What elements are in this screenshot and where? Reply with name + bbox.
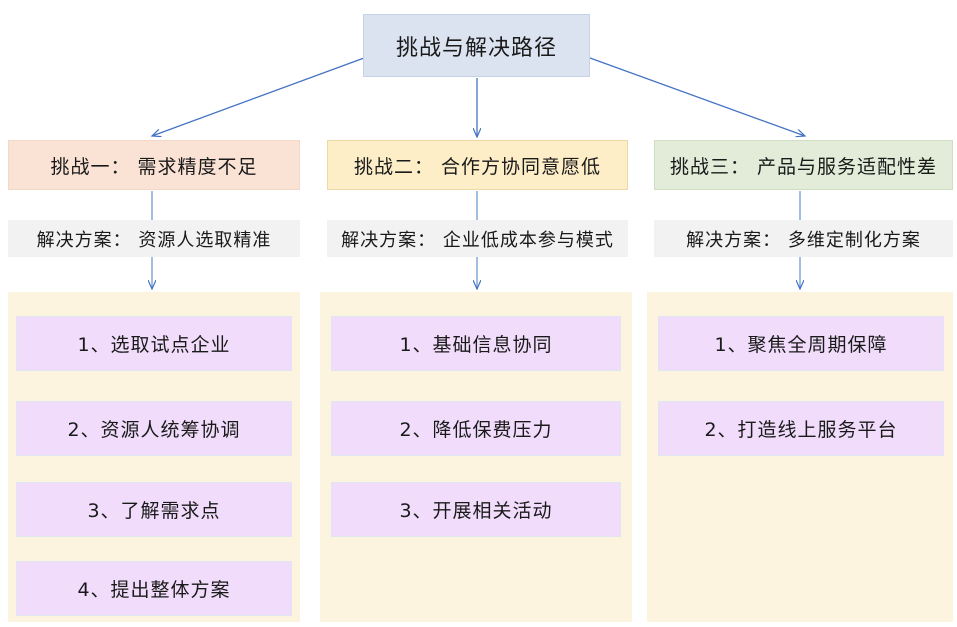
challenge-box-1: 挑战一： 需求精度不足 bbox=[8, 140, 300, 190]
challenge-box-2: 挑战二： 合作方协同意愿低 bbox=[327, 140, 628, 190]
action-item: 1、选取试点企业 bbox=[16, 316, 292, 371]
action-item-label: 3、开展相关活动 bbox=[399, 500, 553, 522]
solution-label-2: 解决方案： 企业低成本参与模式 bbox=[341, 229, 614, 251]
action-item: 1、基础信息协同 bbox=[331, 316, 621, 371]
solution-label-3: 解决方案： 多维定制化方案 bbox=[686, 229, 921, 251]
action-item-label: 3、了解需求点 bbox=[87, 500, 221, 522]
action-item-label: 2、资源人统筹协调 bbox=[67, 419, 241, 441]
action-item-label: 1、基础信息协同 bbox=[399, 334, 553, 356]
action-item-label: 2、打造线上服务平台 bbox=[704, 419, 898, 441]
challenge-label-3: 挑战三： 产品与服务适配性差 bbox=[669, 155, 938, 178]
action-item-label: 2、降低保费压力 bbox=[399, 419, 553, 441]
action-item: 3、了解需求点 bbox=[16, 482, 292, 537]
action-item: 3、开展相关活动 bbox=[331, 482, 621, 537]
action-item: 2、资源人统筹协调 bbox=[16, 401, 292, 456]
action-item-label: 4、提出整体方案 bbox=[77, 579, 231, 601]
challenge-label-2: 挑战二： 合作方协同意愿低 bbox=[353, 155, 602, 178]
solution-box-2: 解决方案： 企业低成本参与模式 bbox=[327, 220, 628, 257]
action-item: 2、打造线上服务平台 bbox=[658, 401, 944, 456]
action-item-label: 1、聚焦全周期保障 bbox=[714, 334, 888, 356]
diagram-title-label: 挑战与解决路径 bbox=[395, 35, 557, 61]
solution-label-1: 解决方案： 资源人选取精准 bbox=[36, 229, 272, 251]
action-item: 4、提出整体方案 bbox=[16, 561, 292, 616]
action-item-label: 1、选取试点企业 bbox=[77, 334, 231, 356]
action-item: 1、聚焦全周期保障 bbox=[658, 316, 944, 371]
challenge-label-1: 挑战一： 需求精度不足 bbox=[50, 155, 258, 178]
diagram-title-box: 挑战与解决路径 bbox=[363, 14, 590, 77]
solution-box-3: 解决方案： 多维定制化方案 bbox=[654, 220, 953, 257]
challenge-box-3: 挑战三： 产品与服务适配性差 bbox=[654, 140, 953, 190]
action-item: 2、降低保费压力 bbox=[331, 401, 621, 456]
solution-box-1: 解决方案： 资源人选取精准 bbox=[8, 220, 300, 257]
